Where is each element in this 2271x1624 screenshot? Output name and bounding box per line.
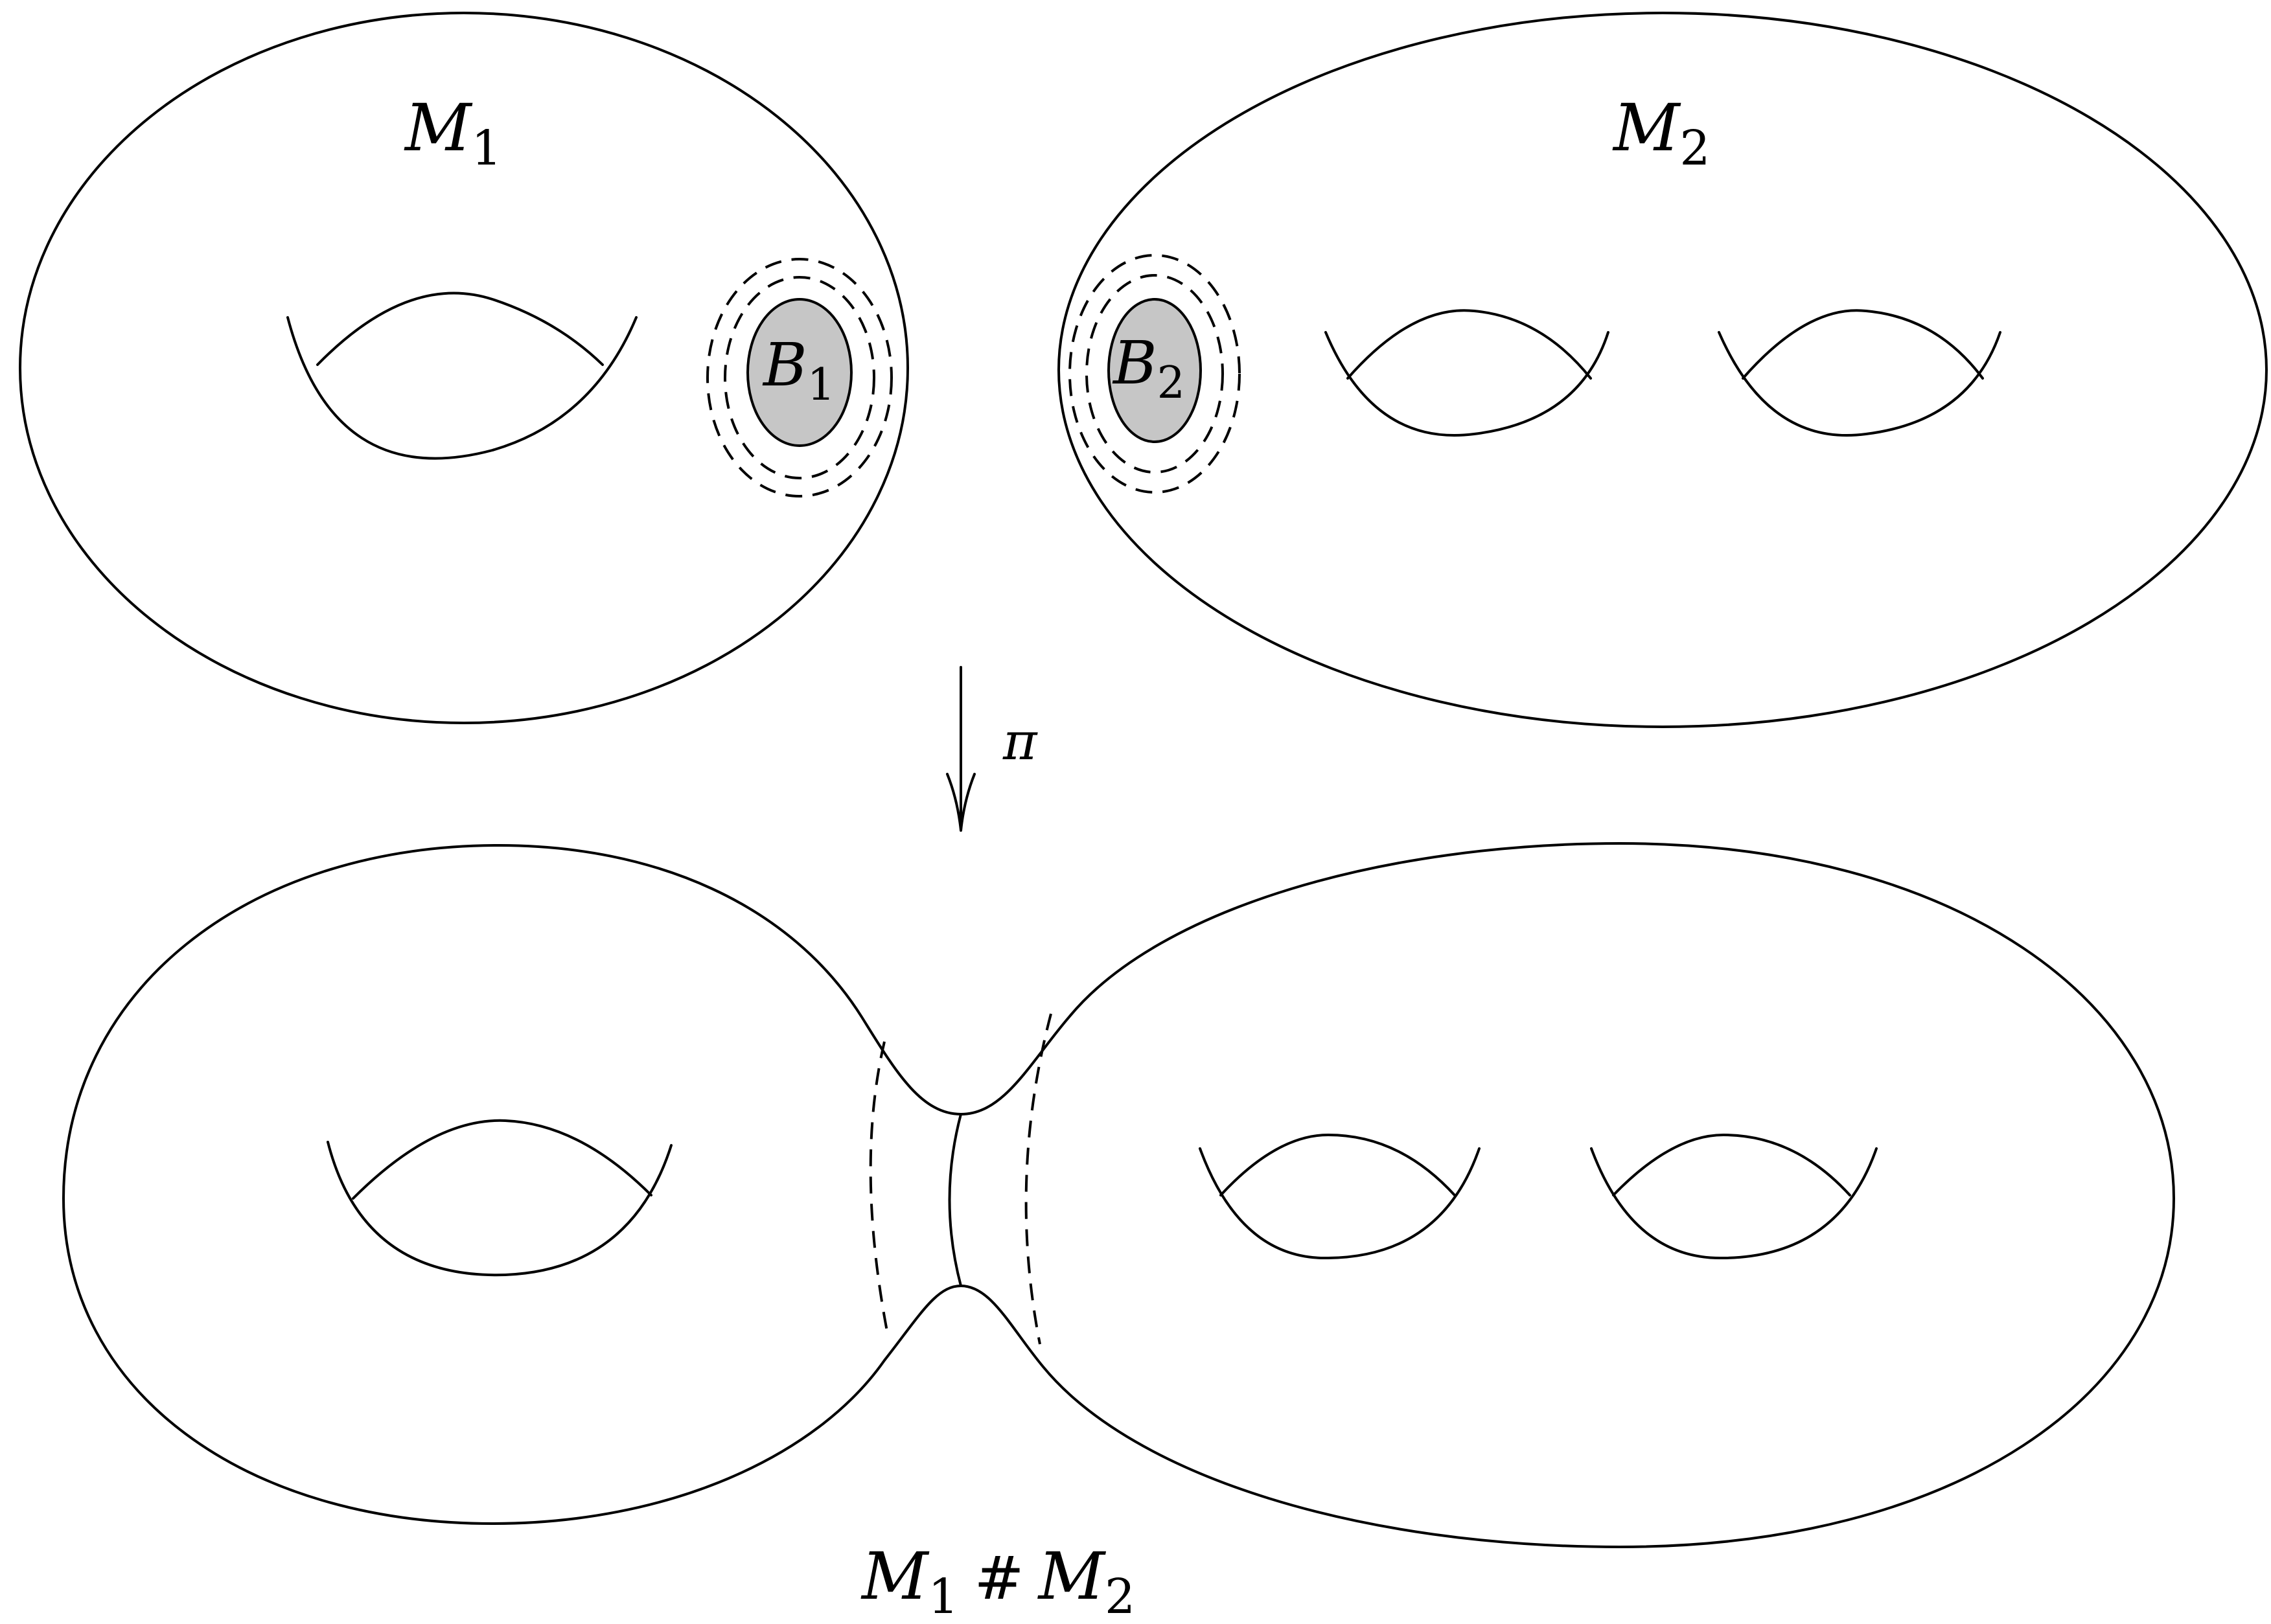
handle-m1-upper <box>317 293 603 365</box>
surface-connected-sum: M1#M2 <box>63 843 2174 1624</box>
label-pi: π <box>1002 711 1038 772</box>
surface-m1: B1 M1 <box>20 13 908 723</box>
handle-m2a-upper <box>1348 310 1591 378</box>
neck-collar-right <box>1026 1014 1051 1344</box>
handle-m2a-lower <box>1326 332 1608 435</box>
neck-curve <box>950 1114 962 1286</box>
handle-sum-mid-upper <box>1221 1135 1455 1195</box>
surface-m2: B2 M2 <box>1059 13 2266 727</box>
handle-m2b-lower <box>1719 332 2000 435</box>
connected-sum-outline <box>63 843 2174 1547</box>
label-connected-sum: M1#M2 <box>860 1538 1135 1624</box>
handle-m2b-upper <box>1743 310 1983 378</box>
neck-collar-left <box>871 1042 888 1334</box>
handle-m1-lower <box>288 317 636 459</box>
handle-sum-right-upper <box>1613 1135 1850 1195</box>
handle-sum-left-upper <box>353 1121 651 1198</box>
handle-sum-mid-lower <box>1200 1149 1479 1258</box>
label-m1: M1 <box>404 90 502 176</box>
handle-sum-left-lower <box>328 1142 671 1275</box>
handle-sum-right-lower <box>1591 1149 1876 1258</box>
label-m2: M2 <box>1612 90 1711 176</box>
projection-arrow: π <box>947 667 1038 830</box>
